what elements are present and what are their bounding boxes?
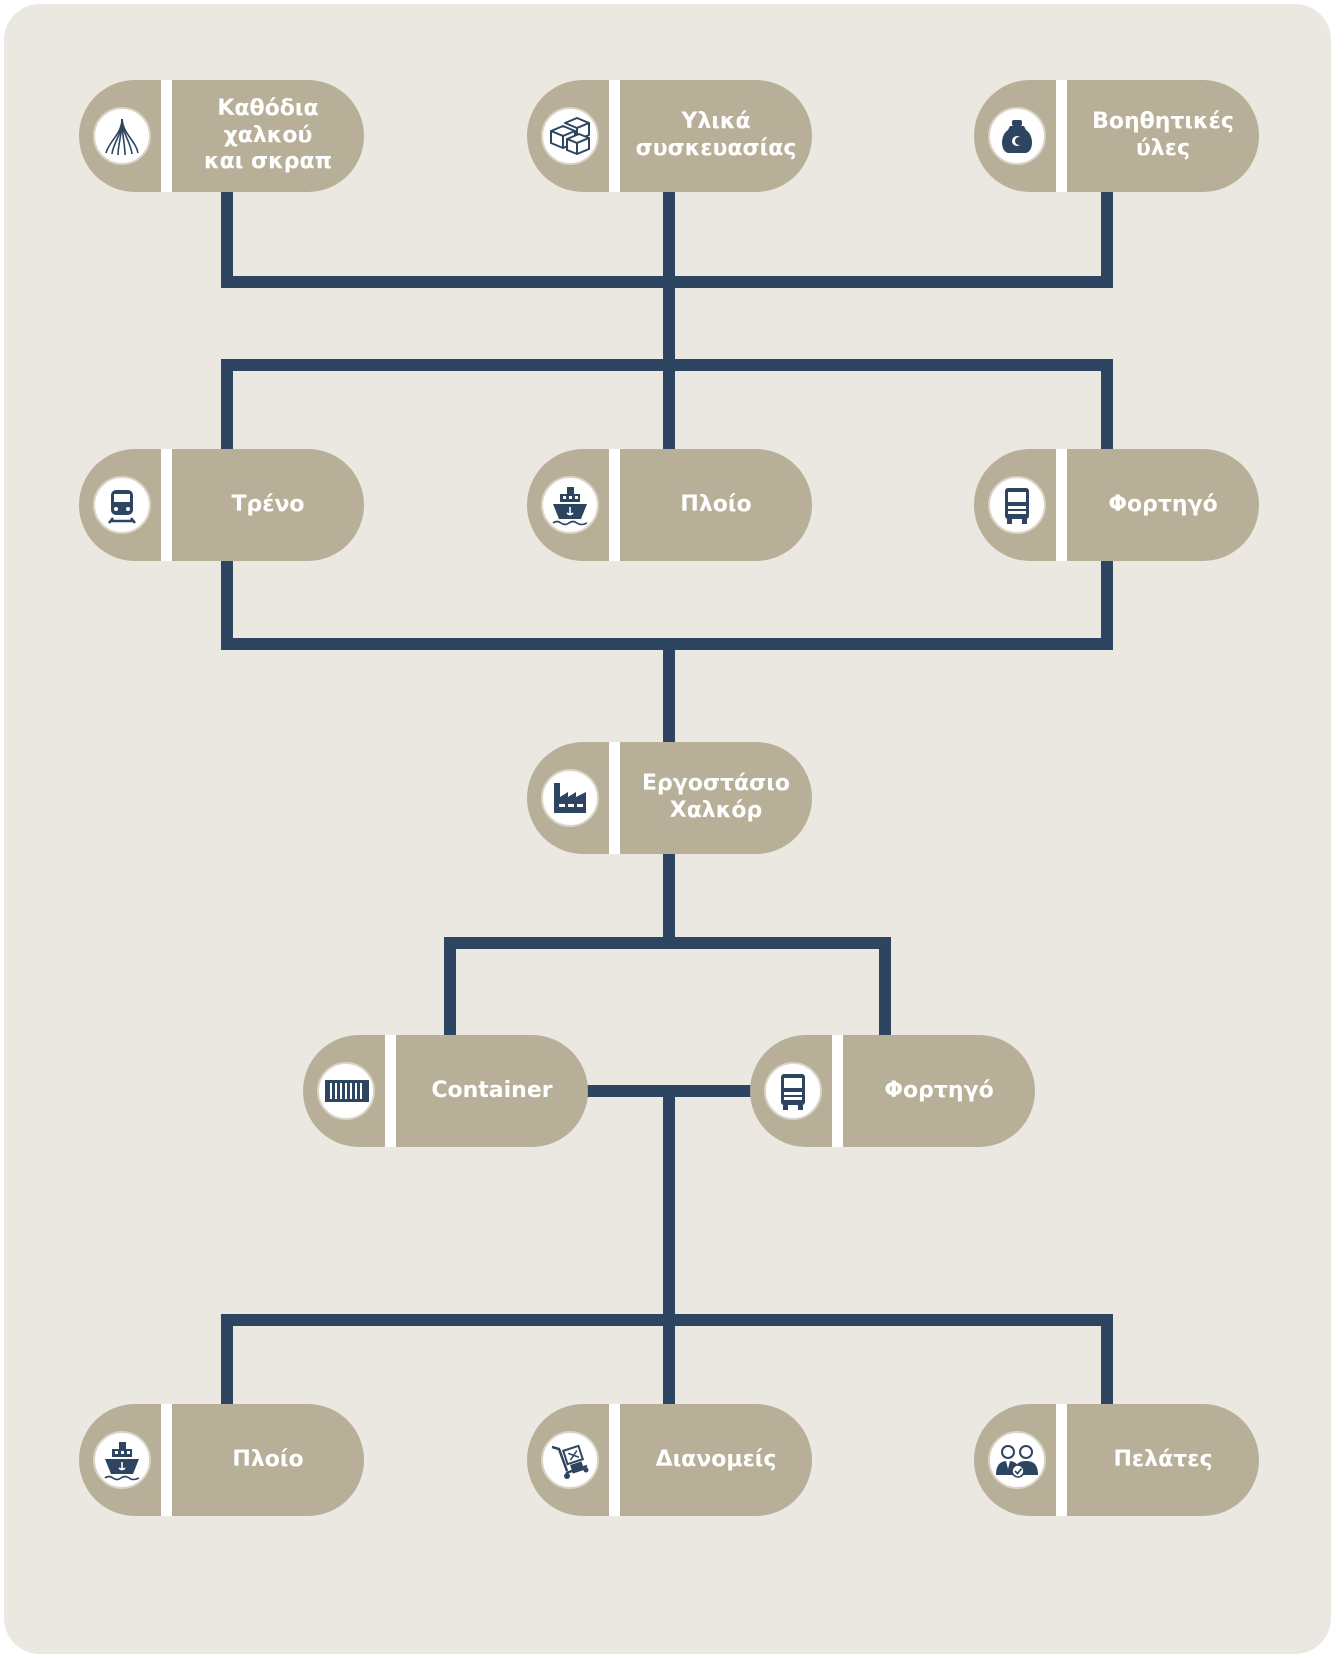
- hand-truck-icon: [541, 1431, 599, 1489]
- connector-destinations: [221, 1314, 1113, 1410]
- node-divider: [161, 449, 172, 561]
- node-auxiliary: Βοηθητικές ύλες: [974, 80, 1259, 192]
- node-label: Φορτηγό: [884, 1077, 994, 1103]
- node-divider: [609, 1404, 620, 1516]
- node-label: Πλοίο: [680, 491, 752, 517]
- node-label: Container: [431, 1077, 553, 1103]
- node-divider: [1056, 80, 1067, 192]
- node-label: Διανομείς: [655, 1446, 777, 1472]
- node-label: Υλικά συσκευασίας: [635, 109, 797, 161]
- node-packaging: Υλικά συσκευασίας: [527, 80, 812, 192]
- node-divider: [161, 80, 172, 192]
- ship-icon: [93, 1431, 151, 1489]
- node-label: Καθόδια χαλκού και σκραπ: [203, 95, 332, 175]
- node-distributors: Διανομείς: [527, 1404, 812, 1516]
- connector-factory-out: [444, 847, 891, 1041]
- node-divider: [609, 80, 620, 192]
- node-label: Πελάτες: [1113, 1446, 1213, 1472]
- node-label: Τρένο: [231, 491, 305, 517]
- connector-sources: [221, 184, 1113, 288]
- copper-wire-icon: [93, 107, 151, 165]
- connector-transport-in: [221, 359, 1113, 455]
- train-icon: [93, 476, 151, 534]
- node-copper-cathodes: Καθόδια χαλκού και σκραπ: [79, 80, 364, 192]
- node-customers: Πελάτες: [974, 1404, 1259, 1516]
- node-label: Φορτηγό: [1108, 491, 1218, 517]
- truck-icon: [764, 1062, 822, 1120]
- connector-transport-to-factory: [221, 554, 1113, 748]
- connector-outbound-link: [582, 1085, 756, 1326]
- customers-icon: [988, 1431, 1046, 1489]
- node-divider: [609, 449, 620, 561]
- node-divider: [1056, 1404, 1067, 1516]
- node-divider: [609, 742, 620, 854]
- node-factory: Εργοστάσιο Χαλκόρ: [527, 742, 812, 854]
- node-ship-out: Πλοίο: [79, 1404, 364, 1516]
- boxes-icon: [541, 107, 599, 165]
- ship-icon: [541, 476, 599, 534]
- node-truck-in: Φορτηγό: [974, 449, 1259, 561]
- node-divider: [385, 1035, 396, 1147]
- factory-icon: [541, 769, 599, 827]
- node-train: Τρένο: [79, 449, 364, 561]
- node-truck-out: Φορτηγό: [750, 1035, 1035, 1147]
- sack-icon: [988, 107, 1046, 165]
- node-ship-in: Πλοίο: [527, 449, 812, 561]
- node-divider: [161, 1404, 172, 1516]
- node-label: Πλοίο: [232, 1446, 304, 1472]
- node-container: Container: [303, 1035, 588, 1147]
- node-divider: [832, 1035, 843, 1147]
- truck-icon: [988, 476, 1046, 534]
- node-label: Βοηθητικές ύλες: [1092, 109, 1234, 161]
- node-label: Εργοστάσιο Χαλκόρ: [642, 771, 790, 823]
- node-divider: [1056, 449, 1067, 561]
- container-icon: [317, 1062, 375, 1120]
